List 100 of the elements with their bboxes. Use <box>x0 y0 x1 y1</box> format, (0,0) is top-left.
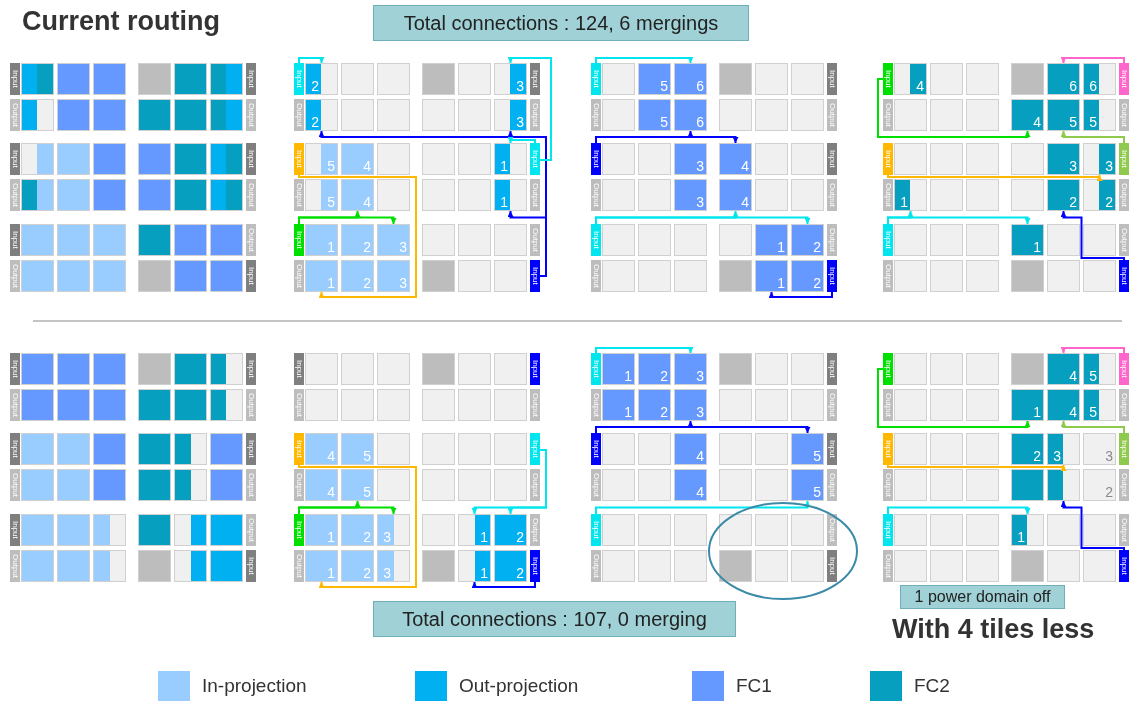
tile <box>138 260 171 292</box>
tile-number: 1 <box>1017 530 1025 544</box>
port-label: Input <box>10 353 20 385</box>
tile <box>1083 353 1116 385</box>
port-label: Input <box>246 433 256 465</box>
port-label: Input <box>10 224 20 256</box>
tile <box>494 99 527 131</box>
tile <box>930 514 963 546</box>
tile-number: 1 <box>777 276 785 290</box>
port-label: Output <box>827 389 837 421</box>
tile <box>602 514 635 546</box>
tile <box>341 550 374 582</box>
tile <box>21 260 54 292</box>
port-label: Output <box>1119 99 1129 131</box>
port-label: Input <box>591 63 601 95</box>
tile <box>138 469 171 501</box>
tile <box>57 99 90 131</box>
tile <box>21 179 54 211</box>
tile <box>210 143 243 175</box>
tile-number: 5 <box>327 159 335 173</box>
tile-number: 5 <box>1089 405 1097 419</box>
port-label: Output <box>591 550 601 582</box>
tile <box>138 550 171 582</box>
tile <box>894 550 927 582</box>
note-box: Total connections : 124, 6 mergings <box>373 5 749 41</box>
port-label: Input <box>294 514 304 546</box>
port-label: Output <box>530 224 540 256</box>
tile <box>138 143 171 175</box>
port-label: Output <box>246 99 256 131</box>
tile <box>458 260 491 292</box>
tile-number: 5 <box>660 115 668 129</box>
port-label: Input <box>1119 353 1129 385</box>
tile <box>1047 143 1080 175</box>
tile <box>458 224 491 256</box>
connector-arrow <box>595 500 811 515</box>
tile <box>791 224 824 256</box>
tile <box>377 224 410 256</box>
tile <box>966 63 999 95</box>
tile-number: 2 <box>363 276 371 290</box>
port-label: Output <box>10 179 20 211</box>
tile <box>377 63 410 95</box>
port-label: Output <box>883 469 893 501</box>
tile <box>458 179 491 211</box>
tile <box>174 514 207 546</box>
port-label: Input <box>883 224 893 256</box>
tile-number: 2 <box>1033 449 1041 463</box>
tile <box>894 99 927 131</box>
tile <box>638 469 671 501</box>
port-label: Output <box>883 550 893 582</box>
tile <box>966 224 999 256</box>
tile <box>894 260 927 292</box>
heading-title: Current routing <box>22 6 220 37</box>
tile <box>966 353 999 385</box>
tile <box>341 260 374 292</box>
tile <box>93 260 126 292</box>
tile <box>377 550 410 582</box>
tile <box>719 224 752 256</box>
tile <box>894 179 927 211</box>
tile <box>210 260 243 292</box>
connector-arrow <box>595 347 694 354</box>
tile-number: 3 <box>696 405 704 419</box>
port-label: Input <box>1119 550 1129 582</box>
tile <box>210 433 243 465</box>
tile <box>138 63 171 95</box>
port-label: Output <box>1119 469 1129 501</box>
port-label: Output <box>883 179 893 211</box>
port-label: Input <box>10 143 20 175</box>
tile <box>494 514 527 546</box>
tile <box>458 550 491 582</box>
port-label: Input <box>827 63 837 95</box>
tile <box>422 550 455 582</box>
tile <box>377 260 410 292</box>
tile <box>602 63 635 95</box>
port-label: Input <box>530 550 540 582</box>
tile <box>21 550 54 582</box>
port-label: Input <box>827 353 837 385</box>
tile <box>494 63 527 95</box>
connector-arrow <box>298 464 417 588</box>
tile <box>755 353 788 385</box>
tile-number: 3 <box>383 566 391 580</box>
tile <box>674 143 707 175</box>
tile <box>674 99 707 131</box>
tile <box>377 514 410 546</box>
tile <box>755 63 788 95</box>
tile <box>57 514 90 546</box>
tile <box>1047 389 1080 421</box>
tile <box>638 433 671 465</box>
tile <box>458 353 491 385</box>
tile <box>341 63 374 95</box>
tile <box>1047 99 1080 131</box>
tile <box>57 143 90 175</box>
heading-text: With 4 tiles less <box>892 614 1095 645</box>
connector-arrow <box>1060 347 1125 354</box>
tile <box>674 179 707 211</box>
tile <box>93 143 126 175</box>
port-label: Input <box>530 143 540 175</box>
tile <box>1047 353 1080 385</box>
port-label: Input <box>883 433 893 465</box>
port-label: Input <box>246 63 256 95</box>
tile <box>210 99 243 131</box>
